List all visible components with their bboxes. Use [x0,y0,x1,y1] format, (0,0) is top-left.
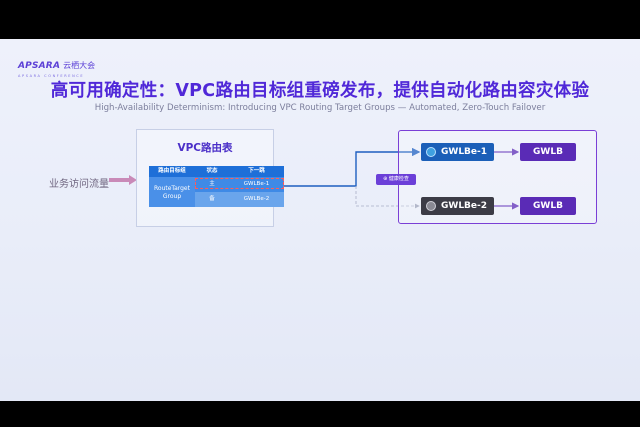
gwlb-2-node: GWLB [520,197,576,215]
traffic-label: 业务访问流量 [49,179,109,190]
health-check-badge: ⊕ 健康检查 [376,174,416,185]
active-route-line [284,147,421,187]
gwlbe-1-label: GWLBe-1 [441,147,488,157]
logo-cn: 云栖大会 [63,61,96,70]
gwlb-1-node: GWLB [520,143,576,161]
active-row-highlight [195,178,284,189]
row2-next-hop: GWLBe-2 [229,192,284,207]
slide-title: 高可用确定性：VPC路由目标组重磅发布，提供自动化路由容灾体验 [50,81,590,101]
gwlbe-2-label: GWLBe-2 [441,201,488,211]
traffic-arrow-icon [109,175,137,185]
route-target-group-cell: RouteTarget Group [149,177,195,207]
logo-sub: APSARA CONFERENCE [18,74,85,78]
vpc-table-title: VPC路由表 [177,142,233,154]
endpoint-icon [426,147,436,157]
endpoint-icon [426,201,436,211]
header-status: 状态 [195,166,229,177]
slide-subtitle: High-Availability Determinism: Introduci… [94,103,546,113]
header-next-hop: 下一跳 [229,166,284,177]
logo-brand: APSARA [18,61,61,71]
gwlbe-1-node: GWLBe-1 [421,143,494,161]
connector-lines [284,147,520,210]
health-check-label: 健康检查 [388,176,409,182]
row2-status: 备 [195,192,229,207]
gwlbe-2-node: GWLBe-2 [421,197,494,215]
header-route-group: 路由目标组 [149,166,195,177]
health-check-icon: ⊕ [383,176,388,182]
